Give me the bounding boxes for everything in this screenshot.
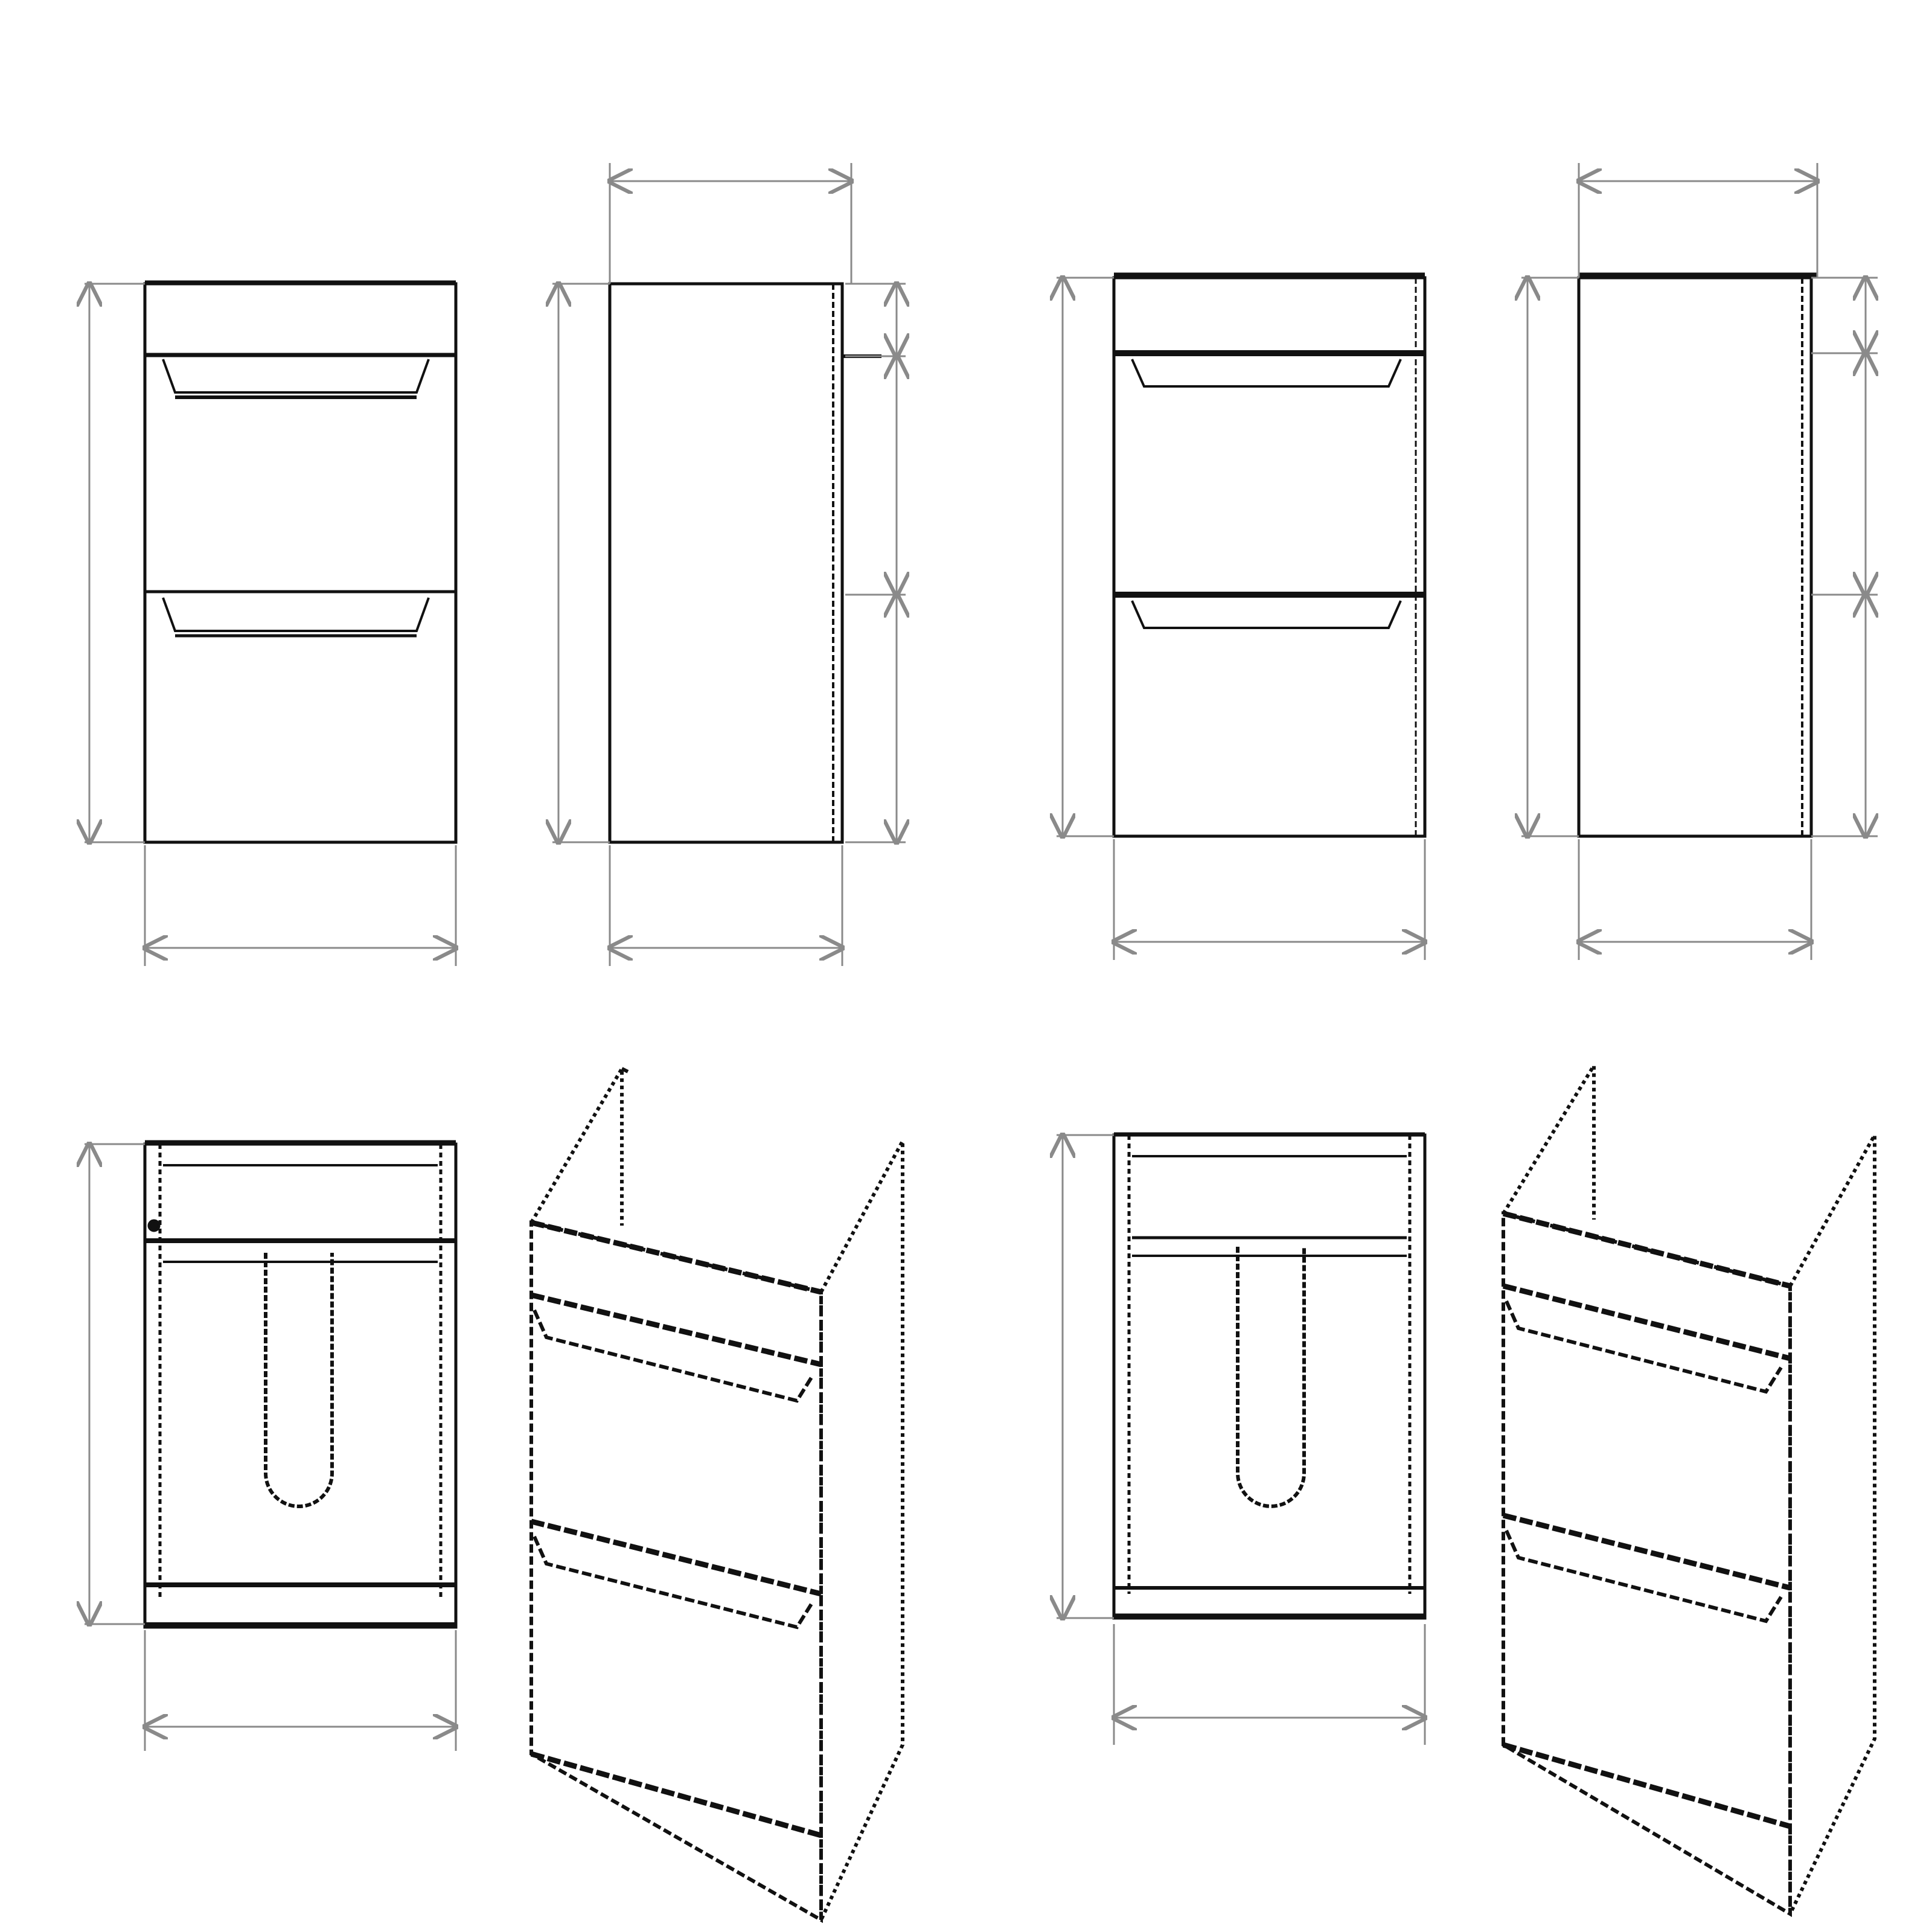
iso-side-face: [819, 1140, 904, 1921]
siphon-cutout: [264, 1253, 334, 1508]
drawer-handle-upper: [1131, 359, 1402, 388]
iso-back-panel: [1502, 1059, 1596, 1220]
drawer-handle-lower: [162, 597, 430, 632]
iso-drawer-mid-edge: [530, 1518, 822, 1597]
cabinet-outline: [1112, 276, 1427, 838]
open-front-view-left: [143, 1140, 458, 1629]
iso-drawer-top-edge: [1502, 1283, 1791, 1361]
dimensions-view4: [1521, 163, 1878, 960]
iso-drawer-top-edge: [530, 1292, 822, 1367]
iso-drawer-mid-edge: [1502, 1512, 1791, 1591]
dimensions-view7: [1057, 1135, 1425, 1745]
iso-handle-upper: [533, 1309, 814, 1403]
drawer-handle-upper: [162, 359, 430, 394]
side-panel-outline: [608, 282, 844, 844]
siphon-cutout: [1236, 1247, 1306, 1508]
isometric-view-left: [529, 1061, 904, 1924]
front-view-left: [143, 280, 458, 844]
iso-handle-upper: [1505, 1300, 1783, 1394]
dimensions-view3: [1057, 278, 1425, 960]
side-panel-outline: [1577, 276, 1813, 838]
iso-back-panel: [529, 1061, 624, 1226]
isometric-view-right: [1502, 1059, 1876, 1918]
open-front-view-right: [1112, 1132, 1427, 1620]
dimensions-view5: [85, 1144, 456, 1751]
drawer-handle-lower: [1131, 600, 1402, 629]
iso-side-face: [1788, 1128, 1876, 1915]
iso-handle-lower: [1505, 1529, 1783, 1623]
side-view-right: [1577, 272, 1817, 838]
iso-handle-lower: [533, 1535, 814, 1630]
front-view-right: [1112, 272, 1427, 838]
dimensions-view2: [552, 163, 906, 966]
dimensions-view1: [85, 284, 456, 966]
